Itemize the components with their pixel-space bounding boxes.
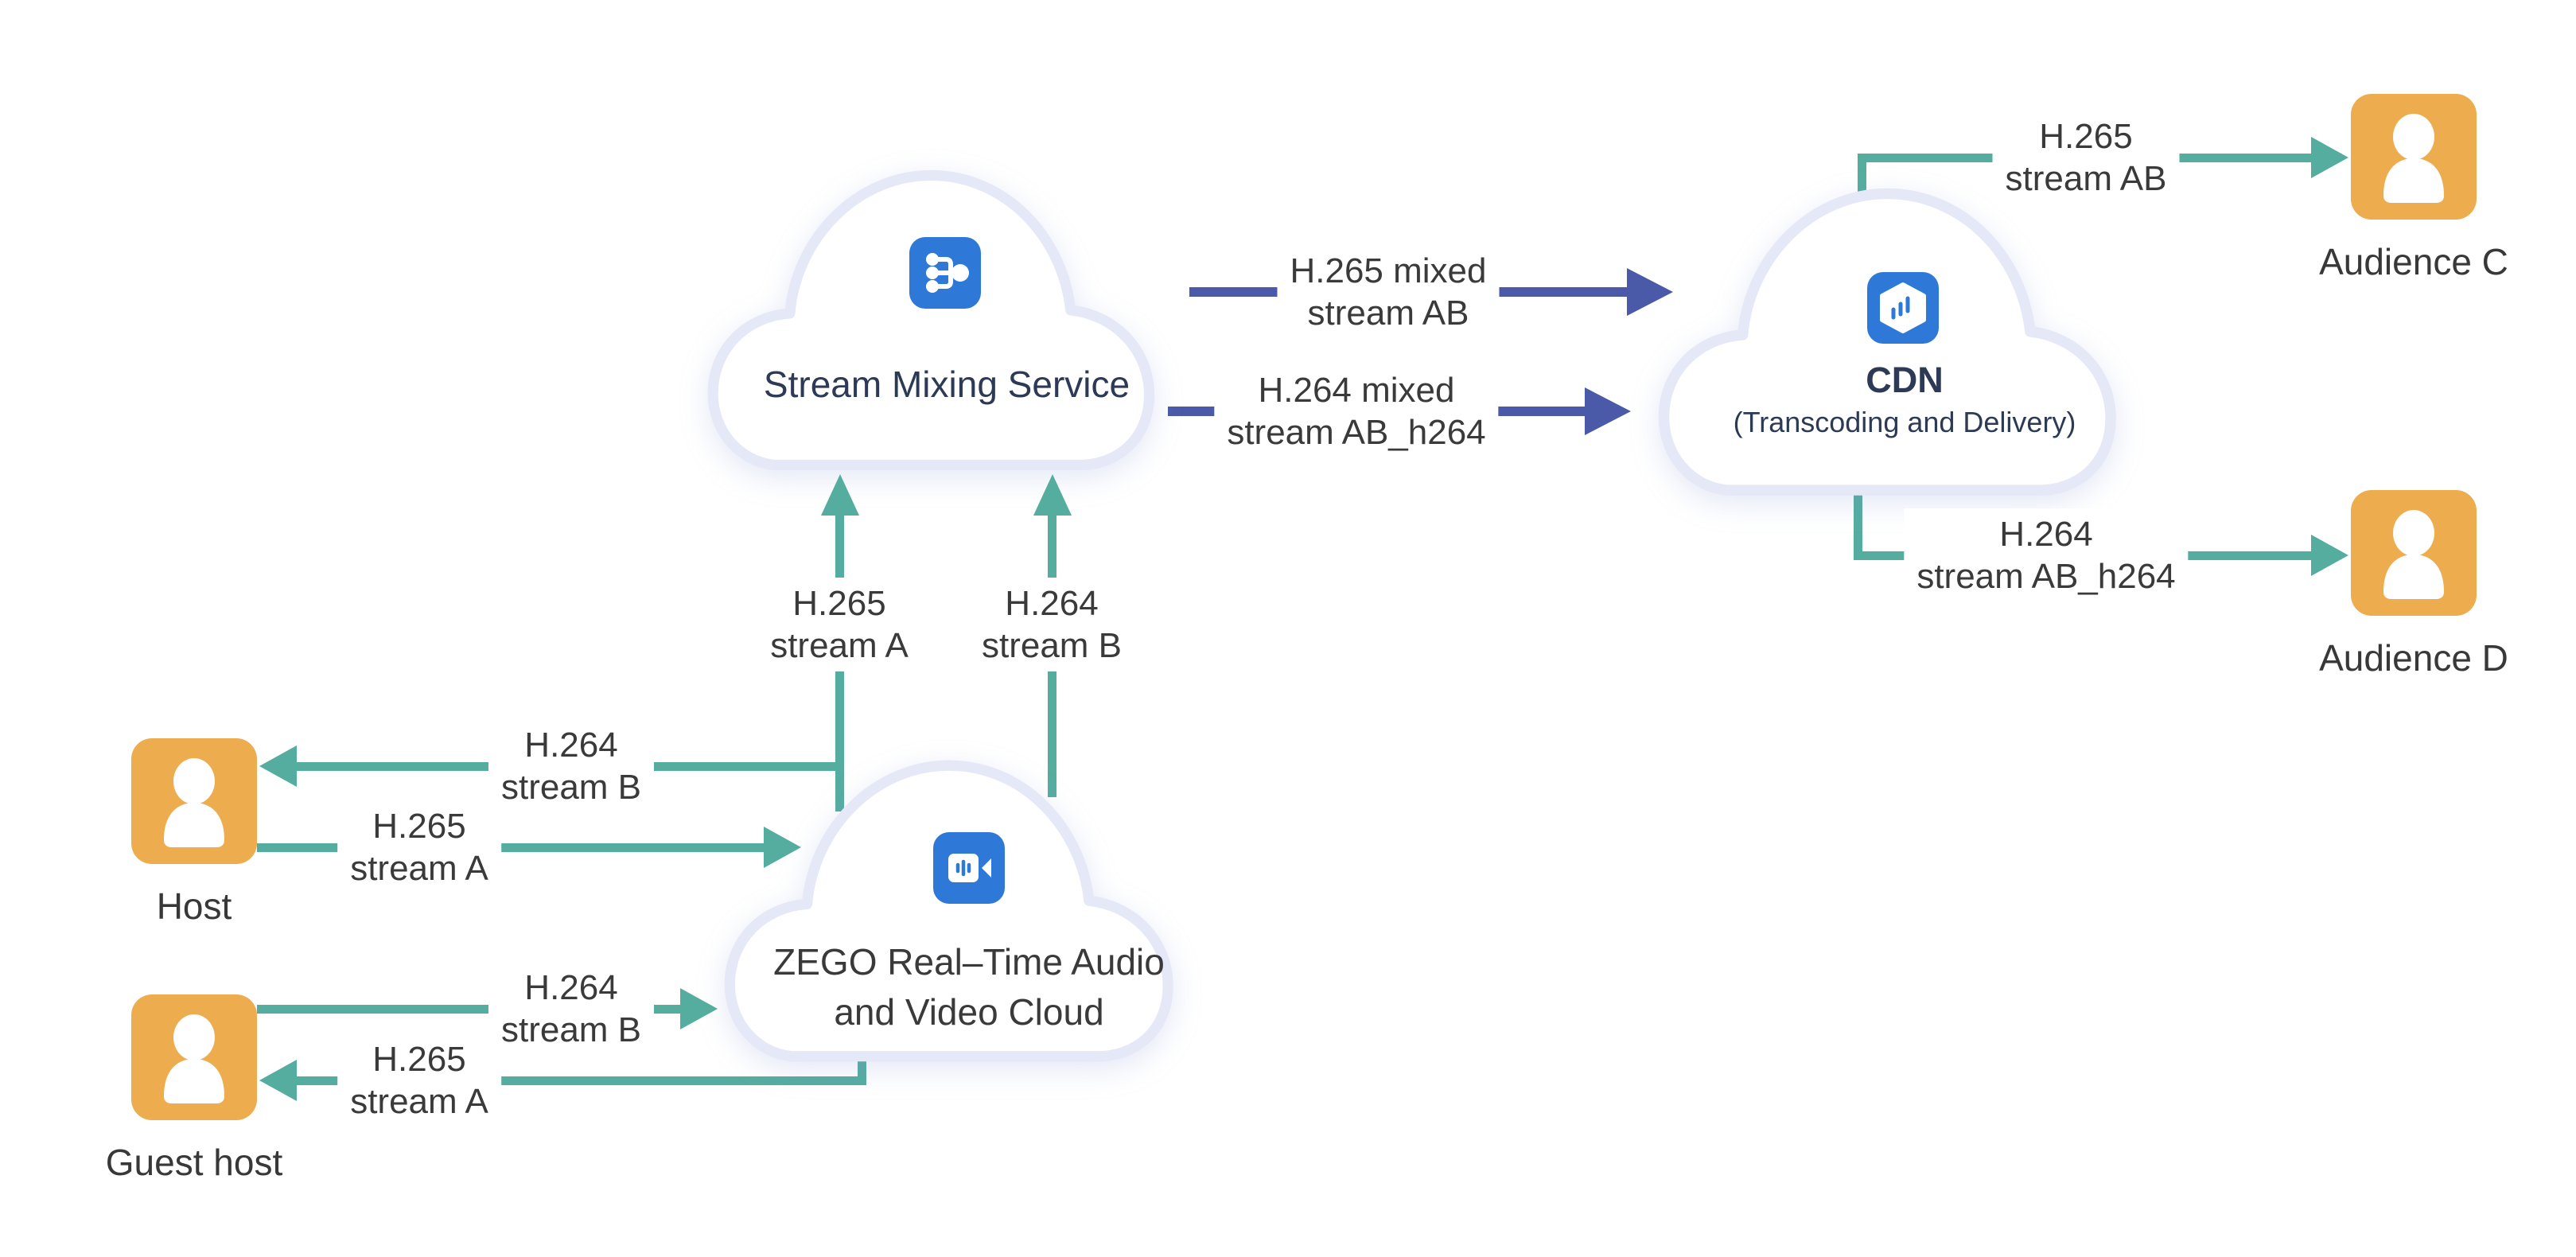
video-camera-icon xyxy=(933,832,1005,904)
zego-title-line2: and Video Cloud xyxy=(834,991,1104,1033)
audience-c-label: Audience C xyxy=(2319,241,2508,282)
edge-label-zego-to-sms-a: H.265 stream A xyxy=(757,578,921,671)
person-icon xyxy=(164,758,224,847)
arrow-right-icon xyxy=(680,988,718,1029)
edge-label-sms-to-cdn-h264: H.264 mixed stream AB_h264 xyxy=(1214,364,1499,458)
person-icon xyxy=(164,1014,224,1103)
person-icon xyxy=(2383,114,2444,203)
arrow-right-icon xyxy=(764,827,801,868)
person-icon xyxy=(2383,510,2444,599)
host-label: Host xyxy=(156,885,232,927)
arrow-right-icon xyxy=(2311,137,2348,178)
arrow-left-icon xyxy=(259,745,297,787)
zego-title-line1: ZEGO Real–Time Audio xyxy=(773,941,1165,983)
guest-host-label: Guest host xyxy=(105,1142,283,1183)
edge-label-guest-to-zego: H.264 stream B xyxy=(488,962,655,1056)
edge-label-host-to-zego: H.265 stream A xyxy=(337,800,501,894)
host-node xyxy=(131,738,257,864)
arrow-up-icon xyxy=(821,474,859,516)
edge-label-cdn-to-audience-c: H.265 stream AB xyxy=(1992,111,2180,204)
cdn-cloud xyxy=(1658,188,2116,496)
guest-host-node xyxy=(131,994,257,1120)
cdn-subtitle: (Transcoding and Delivery) xyxy=(1733,406,2076,438)
edge-host-to-zego-line xyxy=(257,843,766,852)
zego-cloud xyxy=(724,760,1173,1062)
package-delivery-icon xyxy=(1867,272,1939,344)
edge-label-zego-to-host: H.264 stream B xyxy=(488,719,655,813)
edge-guest-to-zego-line xyxy=(257,1005,682,1014)
stream-mixing-title: Stream Mixing Service xyxy=(763,364,1130,405)
edge-label-zego-to-guest: H.265 stream A xyxy=(337,1033,501,1127)
edge-label-zego-to-sms-b: H.264 stream B xyxy=(968,578,1135,671)
arrow-up-icon xyxy=(1033,474,1072,516)
arrow-left-icon xyxy=(259,1060,297,1101)
edge-zego-to-guest-stub xyxy=(858,1042,866,1085)
edge-zego-to-guest-line xyxy=(294,1076,866,1085)
arrow-right-icon xyxy=(1585,387,1631,435)
edge-cdn-to-audience-d-stub xyxy=(1854,446,1862,560)
edge-label-cdn-to-audience-d: H.264 stream AB_h264 xyxy=(1904,508,2189,602)
audience-d-node xyxy=(2351,490,2477,616)
arrow-right-icon xyxy=(2311,535,2348,576)
merge-icon xyxy=(909,237,981,309)
edge-label-sms-to-cdn-h265: H.265 mixed stream AB xyxy=(1277,245,1500,339)
audience-c-node xyxy=(2351,94,2477,220)
stream-mixing-cloud xyxy=(707,169,1155,470)
cdn-title: CDN xyxy=(1866,360,1944,400)
arrow-right-icon xyxy=(1627,268,1673,316)
audience-d-label: Audience D xyxy=(2319,637,2508,679)
